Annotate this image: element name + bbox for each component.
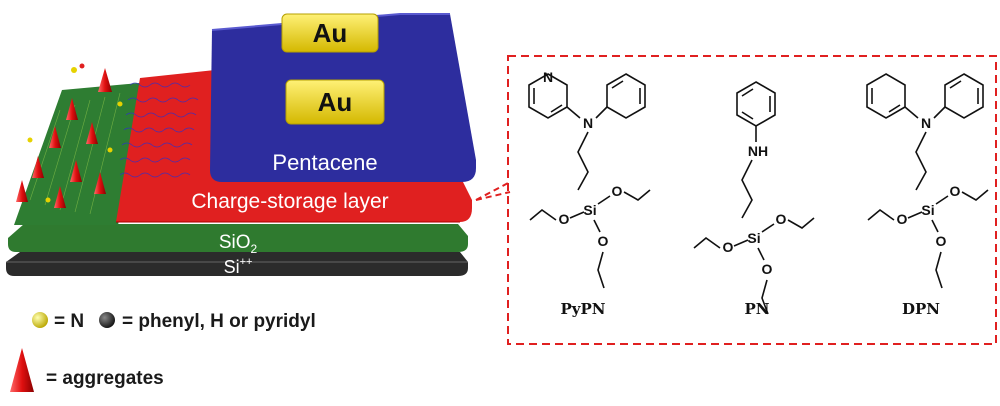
- legend-n: = N: [54, 311, 84, 332]
- sio2-surface: [14, 82, 150, 225]
- molecule-pypn-atoms: N N Si O O O PyPN: [543, 69, 623, 318]
- atom-o: O: [762, 261, 773, 277]
- aggregate-cone-icon: [10, 348, 34, 392]
- surface-molecules: [27, 63, 123, 203]
- atom-o: O: [612, 183, 623, 199]
- atom-o: O: [897, 211, 908, 227]
- atom-si: Si: [747, 230, 760, 246]
- si-label: Si++: [224, 256, 253, 277]
- pentacene-label: Pentacene: [272, 150, 377, 175]
- legend: = N = phenyl, H or pyridyl = aggregates: [10, 311, 316, 392]
- atom-o: O: [723, 239, 734, 255]
- legend-aggregates: = aggregates: [46, 368, 164, 389]
- atom-nh: NH: [748, 143, 768, 159]
- atom-n-amine: N: [583, 115, 593, 131]
- au-label-1: Au: [313, 18, 348, 48]
- au-label-2: Au: [318, 87, 353, 117]
- atom-n-ring: N: [543, 69, 553, 85]
- atom-n-amine: N: [921, 115, 931, 131]
- n-ball-icon: [32, 312, 48, 328]
- charge-storage-layer: Charge-storage layer: [116, 70, 472, 223]
- atom-o: O: [598, 233, 609, 249]
- au-electrode-top: Au: [281, 13, 379, 53]
- sio2-label: SiO2: [219, 232, 258, 256]
- atom-si: Si: [583, 202, 596, 218]
- molecule-name-pn: PN: [745, 300, 770, 318]
- molecule-pypn: [528, 73, 651, 289]
- callout-connector: [475, 181, 511, 201]
- charge-storage-label: Charge-storage layer: [191, 190, 388, 213]
- atom-o: O: [559, 211, 570, 227]
- atom-o: O: [936, 233, 947, 249]
- atom-si: Si: [921, 202, 934, 218]
- structures-box: [507, 55, 997, 345]
- group-ball-icon: [99, 312, 115, 328]
- si-layer: Si++: [6, 252, 468, 277]
- sio2-layer: SiO2: [8, 224, 468, 256]
- molecule-pn-atoms: NH Si O O O PN: [723, 143, 787, 318]
- molecule-name-dpn: DPN: [902, 300, 940, 318]
- aggregates: [16, 68, 112, 208]
- molecule-name-pypn: PyPN: [561, 300, 606, 318]
- atom-o: O: [950, 183, 961, 199]
- molecule-pn: [693, 81, 815, 315]
- legend-group: = phenyl, H or pyridyl: [122, 311, 316, 332]
- molecule-dpn: [866, 73, 989, 289]
- au-electrode-bottom: Au: [285, 79, 385, 125]
- molecule-dpn-atoms: N Si O O O DPN: [897, 115, 961, 318]
- atom-o: O: [776, 211, 787, 227]
